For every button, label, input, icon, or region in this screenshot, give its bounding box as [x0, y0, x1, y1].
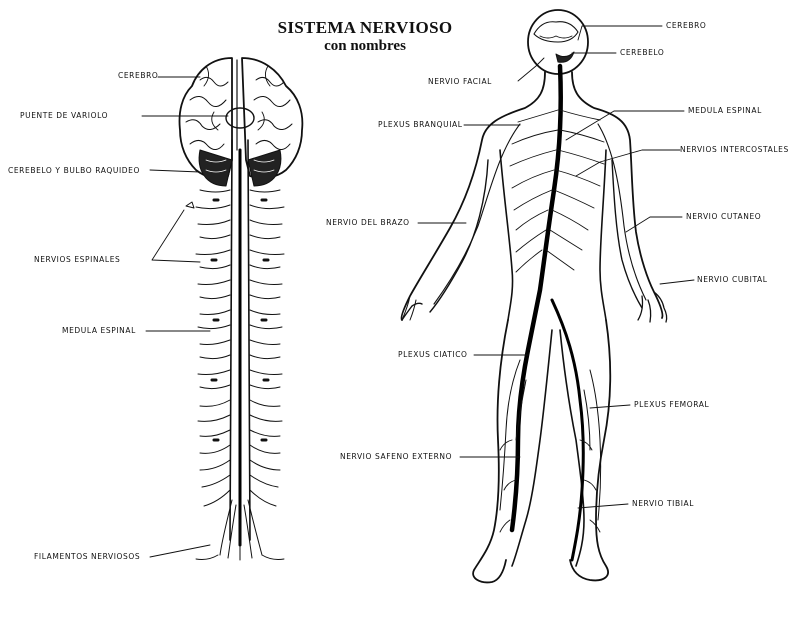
label-nervio-facial: NERVIO FACIAL	[428, 77, 492, 86]
label-nervio-del-brazo: NERVIO DEL BRAZO	[326, 218, 410, 227]
human-figure-drawing	[400, 9, 668, 584]
left-brain-drawing	[178, 57, 304, 187]
label-nervio-cutaneo: NERVIO CUTANEO	[686, 212, 762, 221]
label-cerebelo-y-bulbo: CEREBELO Y BULBO RAQUIDEO	[8, 166, 141, 175]
label-right-cerebro: CEREBRO	[666, 21, 707, 30]
label-left-cerebro: CEREBRO	[118, 71, 159, 80]
label-nervio-cubital: NERVIO CUBITAL	[697, 275, 768, 284]
label-nervios-intercostales: NERVIOS INTERCOSTALES	[680, 145, 789, 154]
diagram-title: SISTEMA NERVIOSO	[277, 18, 453, 37]
label-left-medula-espinal: MEDULA ESPINAL	[62, 326, 136, 335]
label-plexus-femoral: PLEXUS FEMORAL	[634, 400, 710, 409]
label-nervio-safeno-externo: NERVIO SAFENO EXTERNO	[340, 452, 453, 461]
label-puente-de-variolo: PUENTE DE VARIOLO	[20, 111, 109, 120]
diagram-subtitle: con nombres	[324, 38, 406, 54]
left-spinal-cord-drawing	[185, 139, 285, 561]
label-right-medula-espinal: MEDULA ESPINAL	[688, 106, 762, 115]
label-nervio-tibial: NERVIO TIBIAL	[632, 499, 695, 508]
label-cerebelo: CEREBELO	[620, 48, 665, 57]
label-nervios-espinales: NERVIOS ESPINALES	[34, 255, 121, 264]
label-plexus-branquial: PLEXUS BRANQUIAL	[378, 120, 463, 129]
label-filamentos-nerviosos: FILAMENTOS NERVIOSOS	[34, 552, 141, 561]
leader-lines	[141, 25, 695, 558]
label-plexus-ciatico: PLEXUS CIATICO	[398, 350, 468, 359]
